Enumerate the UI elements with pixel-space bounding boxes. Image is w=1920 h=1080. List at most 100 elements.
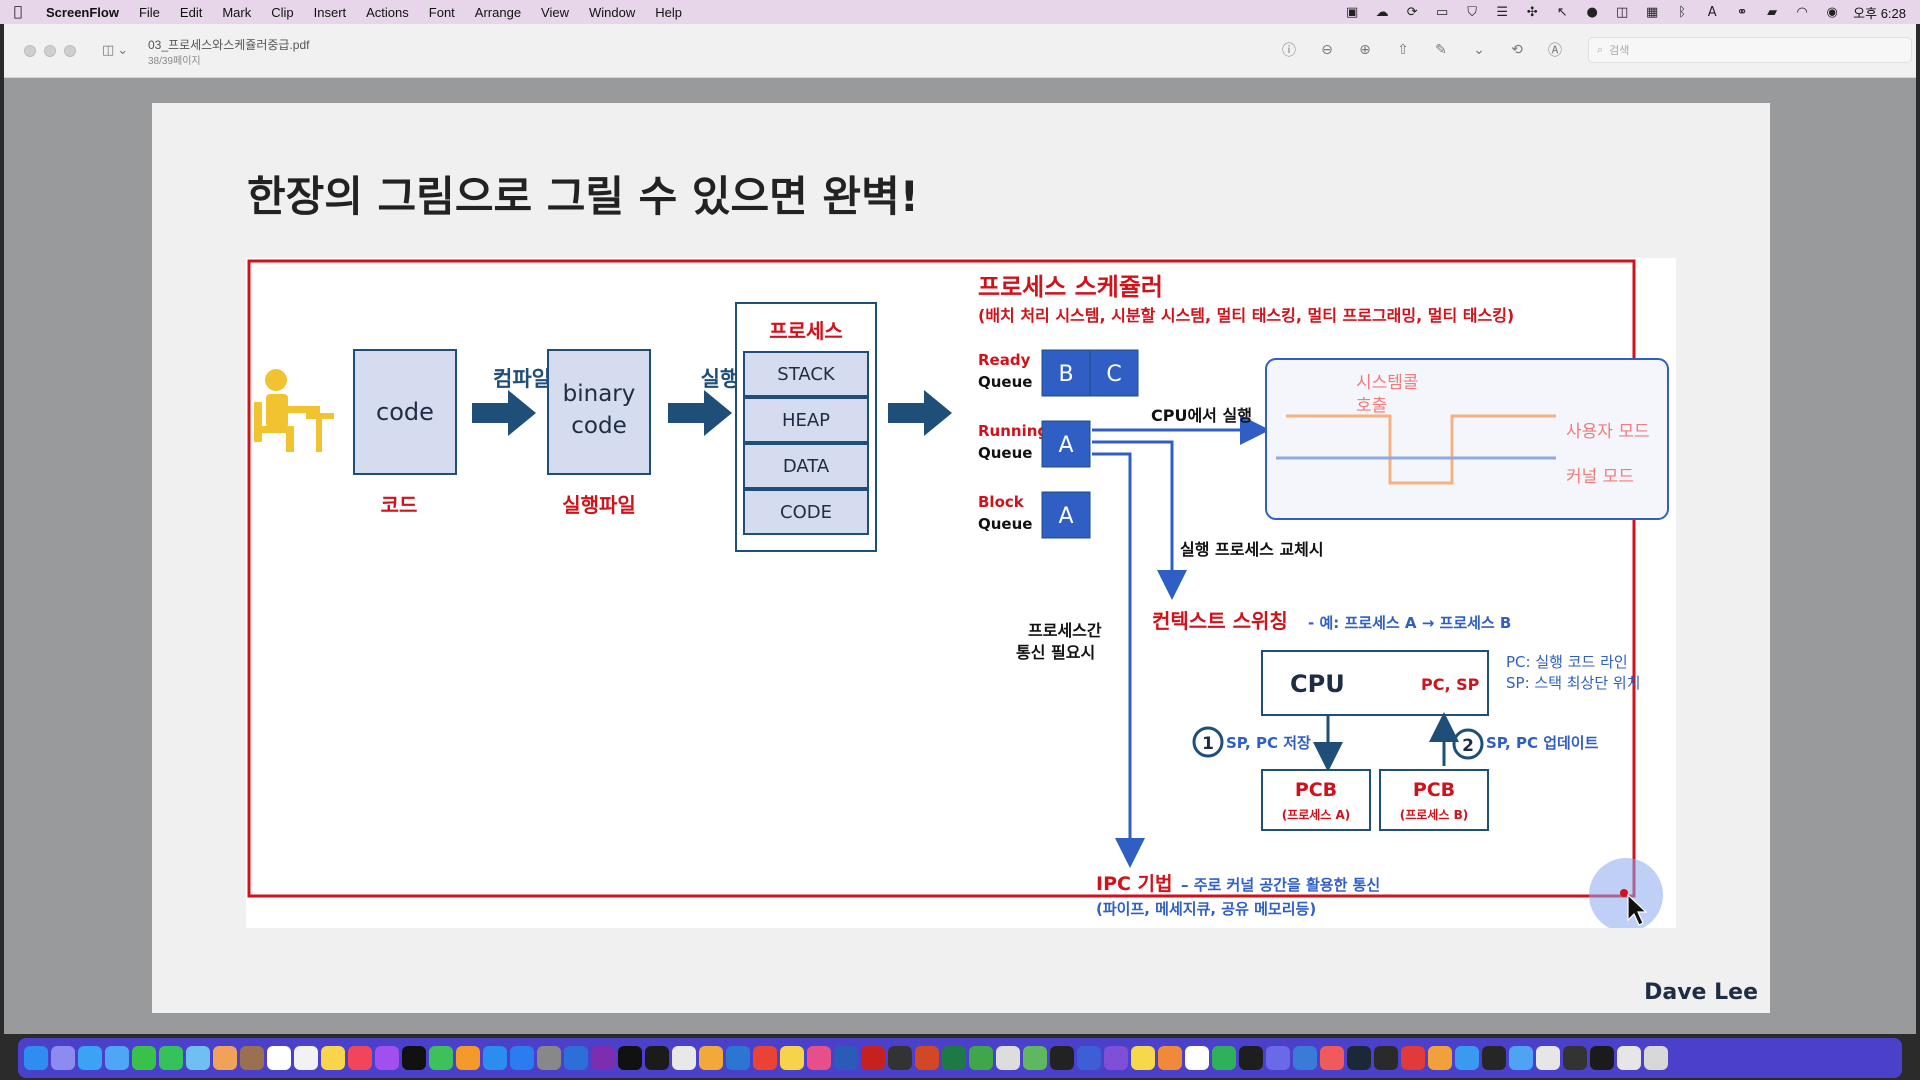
menu-help[interactable]: Help <box>655 4 682 20</box>
zoom-in-icon[interactable]: ⊕ <box>1359 42 1371 58</box>
webstorm-icon[interactable] <box>1266 1046 1290 1070</box>
menu-extra-icon[interactable]: ☰ <box>1496 4 1508 20</box>
markup-pen-icon[interactable]: ✎ <box>1435 42 1447 58</box>
chevron-down-icon[interactable]: ⌄ <box>1473 42 1485 58</box>
pages-icon[interactable] <box>456 1046 480 1070</box>
preview-icon[interactable] <box>1455 1046 1479 1070</box>
typora-icon[interactable] <box>1185 1046 1209 1070</box>
postman-icon[interactable] <box>1158 1046 1182 1070</box>
launchpad-icon[interactable] <box>51 1046 75 1070</box>
sublime-icon[interactable] <box>699 1046 723 1070</box>
slack-icon[interactable] <box>807 1046 831 1070</box>
pycharm-icon[interactable] <box>645 1046 669 1070</box>
menubar-clock[interactable]: 오후 6:28 <box>1853 5 1906 21</box>
bluetooth-icon[interactable]: ᛒ <box>1678 4 1687 20</box>
filezilla-icon[interactable] <box>861 1046 885 1070</box>
stickies-icon[interactable] <box>1131 1046 1155 1070</box>
menu-font[interactable]: Font <box>428 4 455 20</box>
control-center-icon[interactable]: ◉ <box>1826 4 1838 20</box>
menu-window[interactable]: Window <box>589 4 636 20</box>
pdf-expert-icon[interactable] <box>1401 1046 1425 1070</box>
grid-icon[interactable]: ✣ <box>1526 4 1538 20</box>
pointer-icon[interactable]: ↖ <box>1556 4 1568 20</box>
rotate-icon[interactable]: ⟲ <box>1511 42 1523 58</box>
calendar-icon[interactable] <box>267 1046 291 1070</box>
screen-sharing-icon[interactable] <box>1482 1046 1506 1070</box>
safari-icon[interactable] <box>78 1046 102 1070</box>
steam-icon[interactable] <box>1347 1046 1371 1070</box>
screenflow-icon[interactable] <box>1320 1046 1344 1070</box>
input-source-icon[interactable]: A <box>1707 4 1717 20</box>
finder-icon[interactable] <box>24 1046 48 1070</box>
display-icon[interactable]: ▭ <box>1436 4 1449 20</box>
menu-insert[interactable]: Insert <box>313 4 347 20</box>
photos-icon[interactable] <box>213 1046 237 1070</box>
intellij-icon[interactable] <box>1239 1046 1263 1070</box>
menu-edit[interactable]: Edit <box>179 4 203 20</box>
onenote-icon[interactable] <box>591 1046 615 1070</box>
menu-clip[interactable]: Clip <box>271 4 294 20</box>
contacts-icon[interactable] <box>240 1046 264 1070</box>
books-icon[interactable] <box>1428 1046 1452 1070</box>
find-my-icon[interactable] <box>1023 1046 1047 1070</box>
sidebar-toggle-button[interactable]: ◫ ⌄ <box>102 40 138 60</box>
layout-icon[interactable]: ▦ <box>1646 4 1659 20</box>
document-canvas[interactable]: 한장의 그림으로 그릴 수 있으면 완벽! <box>4 78 1916 1034</box>
share-icon[interactable]: ⇧ <box>1397 42 1409 58</box>
wifi-icon[interactable]: ◠ <box>1796 4 1808 20</box>
piano-icon[interactable] <box>888 1046 912 1070</box>
calculator-icon[interactable] <box>996 1046 1020 1070</box>
menu-view[interactable]: View <box>541 4 569 20</box>
music-icon[interactable] <box>348 1046 372 1070</box>
powerpoint-icon[interactable] <box>915 1046 939 1070</box>
bell-icon[interactable]: ● <box>1586 4 1598 20</box>
maps-icon[interactable] <box>186 1046 210 1070</box>
network-icon[interactable]: ⚭ <box>1736 4 1748 20</box>
vscode-icon[interactable] <box>726 1046 750 1070</box>
terminal-icon[interactable] <box>618 1046 642 1070</box>
search-field[interactable]: ⌕ 검색 <box>1588 37 1912 63</box>
word-icon[interactable] <box>834 1046 858 1070</box>
messages-icon[interactable] <box>159 1046 183 1070</box>
epic-games-icon[interactable] <box>1374 1046 1398 1070</box>
downloads-folder-icon[interactable] <box>1509 1046 1533 1070</box>
numbers-icon[interactable] <box>429 1046 453 1070</box>
mail-icon[interactable] <box>105 1046 129 1070</box>
window-stack-icon[interactable] <box>1563 1046 1587 1070</box>
screen-record-icon[interactable]: ▣ <box>1346 4 1359 20</box>
keynote-icon[interactable] <box>483 1046 507 1070</box>
zoom-button[interactable] <box>64 45 76 57</box>
activity-monitor-icon[interactable] <box>1293 1046 1317 1070</box>
menu-arrange[interactable]: Arrange <box>474 4 522 20</box>
zoom-out-icon[interactable]: ⊖ <box>1321 42 1333 58</box>
battery-icon[interactable]: ▰ <box>1767 4 1778 20</box>
kakaotalk-icon[interactable] <box>780 1046 804 1070</box>
facetime-icon[interactable] <box>132 1046 156 1070</box>
sync-icon[interactable]: ⟳ <box>1406 4 1418 20</box>
annotate-icon[interactable]: Ⓐ <box>1548 43 1562 59</box>
menu-app-name[interactable]: ScreenFlow <box>46 4 119 20</box>
menu-actions[interactable]: Actions <box>366 4 409 20</box>
system-settings-icon[interactable] <box>537 1046 561 1070</box>
chrome-icon[interactable] <box>753 1046 777 1070</box>
window-stack-3-icon[interactable] <box>1617 1046 1641 1070</box>
app-store-icon[interactable] <box>510 1046 534 1070</box>
tv-icon[interactable] <box>402 1046 426 1070</box>
github-icon[interactable] <box>1050 1046 1074 1070</box>
vim-alt-icon[interactable] <box>1077 1046 1101 1070</box>
obsidian-icon[interactable] <box>1104 1046 1128 1070</box>
shield-icon[interactable]: ⛉ <box>1467 4 1478 20</box>
cloud-icon[interactable]: ☁ <box>1375 4 1389 20</box>
menu-file[interactable]: File <box>138 4 160 20</box>
close-button[interactable] <box>24 45 36 57</box>
excel-icon[interactable] <box>942 1046 966 1070</box>
trash-icon[interactable] <box>1644 1046 1668 1070</box>
reminders-icon[interactable] <box>294 1046 318 1070</box>
teams-icon[interactable] <box>564 1046 588 1070</box>
apple-menu-icon[interactable]:  <box>0 4 36 20</box>
document-icon[interactable] <box>1536 1046 1560 1070</box>
minimize-button[interactable] <box>44 45 56 57</box>
info-icon[interactable]: ⓘ <box>1282 43 1296 59</box>
vim-icon[interactable] <box>969 1046 993 1070</box>
podcasts-icon[interactable] <box>375 1046 399 1070</box>
